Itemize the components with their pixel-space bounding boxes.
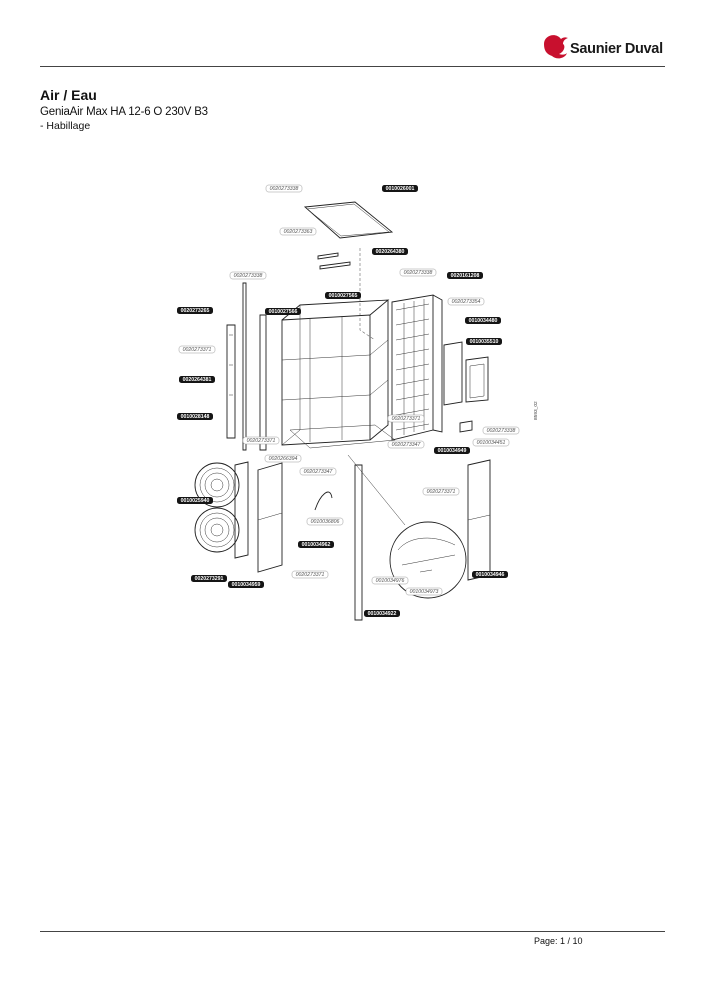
header-divider <box>40 66 665 67</box>
part-number-label: 0020273347 <box>387 440 425 449</box>
diagram-drawing <box>194 201 491 621</box>
part-number-label: 0010034959 <box>228 581 264 588</box>
part-number-text: 0020273338 <box>234 273 263 279</box>
part-number-label: 0020264381 <box>179 376 215 383</box>
part-number-text: 0010026001 <box>386 186 415 192</box>
part-number-label: 0020273371 <box>422 487 460 496</box>
part-number-text: 0020273347 <box>392 442 422 448</box>
part-number-text: 0010034962 <box>302 542 331 548</box>
part-number-label: 0020273354 <box>447 297 485 306</box>
exploded-parts-diagram: 0020273338 0010026001 0020273363 0020264380… <box>177 184 539 621</box>
part-number-label: 0010034949 <box>434 447 470 454</box>
part-number-label: 0020273371 <box>387 414 425 423</box>
part-number-text: 0010034973 <box>410 589 439 595</box>
part-number-text: 0020273291 <box>195 576 224 582</box>
part-number-text: 0010025940 <box>181 498 210 504</box>
part-number-label: 0010028148 <box>177 413 213 420</box>
part-number-label: 0010025940 <box>177 497 213 504</box>
part-number-label: 0020264380 <box>372 248 408 255</box>
part-number-label: 0010034976 <box>371 576 409 585</box>
part-number-label: 0010035510 <box>466 338 502 345</box>
part-number-label: 0010034451 <box>472 438 510 447</box>
part-number-label: 0010027566 <box>265 308 301 315</box>
part-number-text: 0020273338 <box>404 270 433 276</box>
part-number-label: 0020273363 <box>279 227 317 236</box>
part-number-text: 0020266394 <box>269 456 298 462</box>
part-number-text: 0010034451 <box>477 440 506 446</box>
part-number-text: 0020273371 <box>296 572 325 578</box>
part-number-text: 0020273338 <box>270 186 299 192</box>
part-number-label: 0010034922 <box>364 610 400 617</box>
part-number-text: 0010034922 <box>368 611 397 617</box>
part-number-text: 0010028148 <box>181 414 210 420</box>
part-number-text: 0020273371 <box>427 489 456 495</box>
part-number-text: 0020273354 <box>452 299 481 305</box>
part-number-text: 0010034976 <box>376 578 405 584</box>
part-number-text: 0010034959 <box>232 582 261 588</box>
part-number-label: 0020273265 <box>177 307 213 314</box>
part-number-text: 0010035510 <box>470 339 499 345</box>
part-number-text: 0020264380 <box>376 249 405 255</box>
brand-name: Saunier Duval <box>570 41 663 57</box>
part-number-text: 0020161208 <box>451 273 480 279</box>
part-number-text: 0020273363 <box>284 229 313 235</box>
part-number-text: 0020273371 <box>247 438 276 444</box>
part-number-label: 0010034480 <box>465 317 501 324</box>
part-number-label: 0020161208 <box>447 272 483 279</box>
part-number-text: 0010027565 <box>329 293 358 299</box>
part-number-text: 0020264381 <box>183 377 212 383</box>
part-number-label: 0010036806 <box>306 517 344 526</box>
brand-mark-icon <box>544 35 568 59</box>
part-number-label: 0010034973 <box>405 587 443 596</box>
part-number-text: 0020273371 <box>392 416 421 422</box>
part-number-label: 0010034962 <box>298 541 334 548</box>
part-number-label: 0020266394 <box>264 454 302 463</box>
footer-divider <box>40 931 665 932</box>
part-number-label: 0020273291 <box>191 575 227 582</box>
document-title: Air / Eau <box>40 87 97 103</box>
part-number-text: 0010034480 <box>469 318 498 324</box>
part-number-label: 0020273371 <box>242 436 280 445</box>
part-number-label: 0010034946 <box>472 571 508 578</box>
part-number-label: 0020273338 <box>229 271 267 280</box>
part-number-text: 0010034946 <box>476 572 505 578</box>
brand-logo: Saunier Duval <box>540 30 680 64</box>
page-number: Page: 1 / 10 <box>534 936 583 946</box>
part-number-text: 0010034949 <box>438 448 467 454</box>
part-number-text: 0010027566 <box>269 309 298 315</box>
part-number-text: 0010036806 <box>311 519 340 525</box>
part-number-label: 0010027565 <box>325 292 361 299</box>
section-name: - Habillage <box>40 120 91 132</box>
part-number-label: 0020273371 <box>178 345 216 354</box>
part-number-label: 0020273371 <box>291 570 329 579</box>
part-number-label: 0010026001 <box>382 185 418 192</box>
part-number-text: 0020273338 <box>487 428 516 434</box>
part-number-text: 0020273371 <box>183 347 212 353</box>
part-number-label: 0020273338 <box>265 184 303 193</box>
part-number-text: 0020273347 <box>304 469 334 475</box>
part-number-label: 0020273338 <box>399 268 437 277</box>
part-number-text: 0020273265 <box>181 308 210 314</box>
part-number-label: 0020273338 <box>482 426 520 435</box>
part-number-label: 0020273347 <box>299 467 337 476</box>
diagram-reference-code: 8593_02 <box>533 401 539 420</box>
model-name: GeniaAir Max HA 12-6 O 230V B3 <box>40 106 208 118</box>
part-label-layer: 0020273338 0010026001 0020273363 0020264380… <box>177 184 520 617</box>
